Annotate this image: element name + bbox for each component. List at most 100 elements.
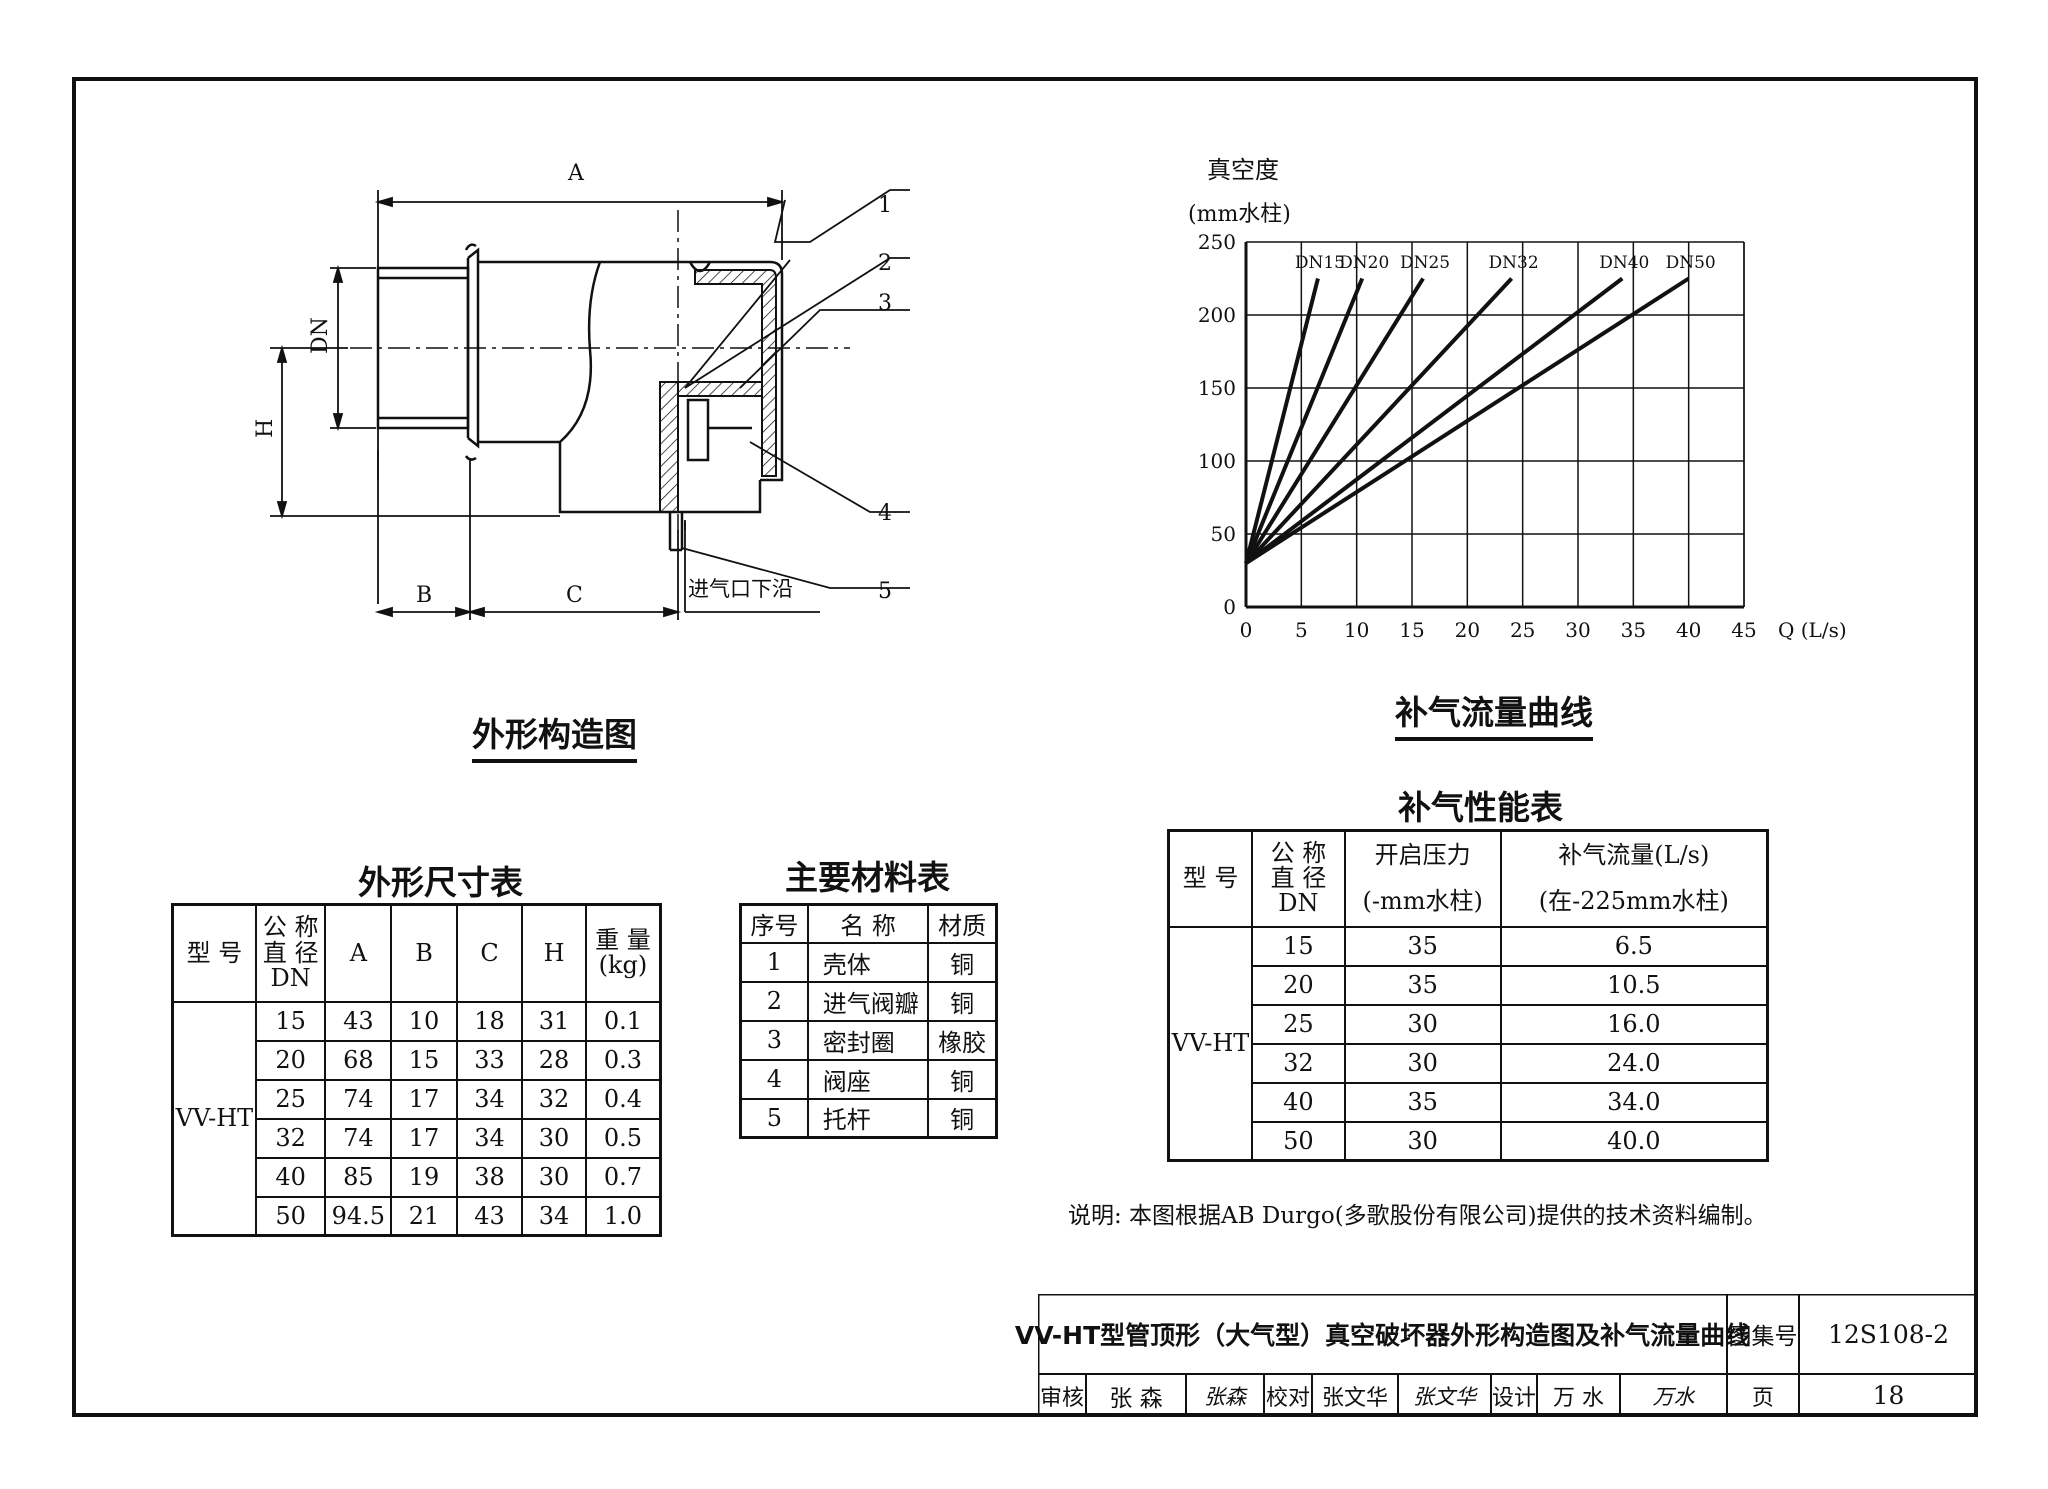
table-cell: 32: [254, 1117, 327, 1159]
x-tick-label: 15: [1399, 618, 1424, 642]
table-cell: 35: [1343, 925, 1502, 967]
table-cell: 5: [739, 1097, 809, 1139]
title-block: VV-HT型管顶形（大气型）真空破坏器外形构造图及补气流量曲线 图集号 12S1…: [1014, 1294, 1978, 1417]
drawing-caption: 外形构造图: [472, 708, 637, 763]
perf-header-cell: 补气流量(L/s)(在-225mm水柱): [1499, 829, 1769, 928]
table-cell: 16.0: [1499, 1003, 1769, 1045]
model-cell: VV-HT: [1167, 925, 1254, 1162]
dim-header-cell: B: [390, 903, 458, 1003]
y-tick-label: 200: [1198, 303, 1236, 327]
callout-1: 1: [878, 193, 892, 218]
series-label-dn25: DN25: [1400, 253, 1450, 273]
table-cell: 40: [254, 1156, 327, 1198]
dim-header-cell: H: [521, 903, 587, 1003]
dim-header-cell: A: [324, 903, 393, 1003]
table-cell: 20: [254, 1039, 327, 1081]
perf-table-title: 补气性能表: [1398, 788, 1563, 827]
x-tick-label: 10: [1344, 618, 1369, 642]
dim-DN: DN: [308, 317, 333, 354]
table-cell: 34.0: [1499, 1081, 1769, 1123]
table-cell: 铜: [927, 941, 998, 983]
inlet-edge-label: 进气口下沿: [688, 577, 793, 601]
callout-2: 2: [878, 251, 892, 276]
atlas-number: 12S108-2: [1827, 1319, 1949, 1349]
callout-4: 4: [878, 501, 892, 526]
chart-caption: 补气流量曲线: [1395, 686, 1593, 741]
note-text: 说明: 本图根据AB Durgo(多歌股份有限公司)提供的技术资料编制。: [1068, 1203, 1767, 1229]
table-cell: 15: [1251, 925, 1346, 967]
series-line-dn15: [1244, 278, 1320, 564]
table-cell: 15: [254, 1000, 327, 1042]
table-cell: 进气阀瓣: [806, 980, 930, 1022]
dim-header-cell: 重 量(kg): [584, 903, 662, 1003]
table-cell: 0.7: [584, 1156, 662, 1198]
series-label-dn50: DN50: [1666, 253, 1716, 273]
table-cell: 32: [1251, 1042, 1346, 1084]
valve-seat: [659, 381, 679, 513]
table-cell: 15: [390, 1039, 458, 1081]
table-cell: 1.0: [584, 1195, 662, 1237]
drawing-title: VV-HT型管顶形（大气型）真空破坏器外形构造图及补气流量曲线: [1014, 1321, 1751, 1350]
table-cell: 35: [1343, 1081, 1502, 1123]
atlas-label: 图集号: [1728, 1324, 1798, 1350]
design-label: 设计: [1491, 1385, 1536, 1411]
x-axis-label: Q (L/s): [1778, 618, 1847, 642]
x-tick-label: 0: [1240, 618, 1253, 642]
x-tick-label: 25: [1510, 618, 1535, 642]
table-cell: 0.3: [584, 1039, 662, 1081]
drawing-frame: [72, 77, 1978, 1417]
table-cell: 74: [324, 1078, 393, 1120]
series-label-dn20: DN20: [1339, 253, 1389, 273]
table-cell: 铜: [927, 1097, 998, 1139]
series-line-dn50: [1244, 276, 1690, 565]
table-cell: 34: [521, 1195, 587, 1237]
table-cell: 阀座: [806, 1058, 930, 1100]
y-tick-label: 150: [1198, 376, 1236, 400]
x-tick-label: 30: [1565, 618, 1590, 642]
table-cell: 43: [324, 1000, 393, 1042]
design-name: 万 水: [1553, 1385, 1604, 1411]
table-cell: 1: [739, 941, 809, 983]
x-tick-label: 20: [1455, 618, 1480, 642]
table-cell: 铜: [927, 1058, 998, 1100]
review-name: 张 森: [1109, 1385, 1163, 1412]
table-cell: 21: [390, 1195, 458, 1237]
table-cell: 密封圈: [806, 1019, 930, 1061]
series-line-dn40: [1244, 276, 1624, 565]
x-tick-label: 45: [1731, 618, 1756, 642]
table-cell: 24.0: [1499, 1042, 1769, 1084]
table-cell: 31: [521, 1000, 587, 1042]
table-cell: 17: [390, 1078, 458, 1120]
callout-3: 3: [878, 291, 892, 316]
chart-ylabel-1: 真空度: [1207, 156, 1279, 184]
valve-disc: [677, 381, 763, 397]
page-number: 18: [1872, 1381, 1905, 1410]
table-cell: 30: [1343, 1042, 1502, 1084]
series-label-dn32: DN32: [1489, 253, 1539, 273]
table-cell: 30: [521, 1156, 587, 1198]
table-cell: 94.5: [324, 1195, 393, 1237]
table-cell: 3: [739, 1019, 809, 1061]
table-cell: 85: [324, 1156, 393, 1198]
page-label: 页: [1751, 1385, 1774, 1411]
table-cell: 34: [455, 1078, 524, 1120]
table-cell: 30: [1343, 1003, 1502, 1045]
y-tick-label: 50: [1211, 522, 1236, 546]
table-cell: 35: [1343, 964, 1502, 1006]
series-label-dn40: DN40: [1599, 253, 1649, 273]
callout-5: 5: [878, 579, 892, 604]
table-cell: 18: [455, 1000, 524, 1042]
